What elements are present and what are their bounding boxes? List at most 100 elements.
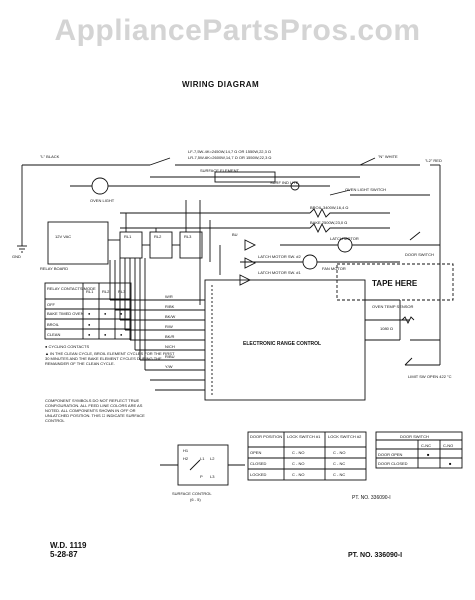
diagram-label: CLEAN [47,332,60,337]
diagram-label: "L2" RED [425,158,442,163]
diagram-label: SURF IND LITE [270,180,299,185]
diagram-label: ■ [427,452,430,457]
part-number-small: PT. NO. 336090-I [352,495,391,501]
diagram-label: LR-7,5W-6K=2600W,14,7 Ω OR 1550W,22,3 Ω [188,155,271,160]
diagram-label: LOCK SWITCH #2 [328,434,362,439]
watermark: AppliancePartsPros.com [54,14,421,47]
diagram-label: N/CH [165,344,175,349]
diagram-label: OVEN LIGHT SWITCH [345,187,386,192]
diagram-label: LOCK SWITCH #1 [287,434,321,439]
bake-element [309,222,390,234]
relay-board [47,221,109,265]
footer-left: W.D. 1119 5-28-87 [50,541,86,559]
diagram-label: ● [88,322,91,327]
diagram-label: R/W [165,324,173,329]
diagram-label: FAN MOTOR [322,266,346,271]
diagram-label: GND [12,254,21,259]
diagram-label: C - NO [333,450,345,455]
diagram-label: L1 [200,456,205,461]
diagram-label: RL1 [124,234,132,239]
diagram-label: C-NO [443,443,453,448]
diagram-label: BK/W [165,314,175,319]
diagram-label: LATCH MOTOR [330,236,359,241]
diagram-label: W/R [165,294,173,299]
diagram-label: RL3 [184,234,192,239]
diagram-label: BK/R [165,334,174,339]
broil-element [309,207,390,219]
diagram-label: LF-7,5W-4K=2450W,14,7 Ω OR 1550W,22,3 Ω [188,149,271,154]
diagram-label: (6 - 5) [190,497,201,502]
electronic-range-control [204,279,366,401]
footer-part-number: PT. NO. 336090-I [348,552,403,559]
diagram-label: R/BU [165,354,175,359]
diagram-label: LOCKED [250,472,267,477]
diagram-label: 1080 Ω [380,326,393,331]
diagram-label: BROIL [47,322,60,327]
diagram-label: C - NO [292,461,304,466]
diagram-label: ● CYCLING CONTACTS [45,344,89,349]
diagram-label: RL2 [102,289,110,294]
diagram-label: SURFACE CONTROL [172,491,212,496]
diagram-label: DOOR CLOSED [378,461,408,466]
surface-element [214,171,276,183]
diagram-label: DOOR SWITCH [400,434,429,439]
diagram-label: H2 [183,456,189,461]
relay-table-frame [44,282,132,340]
diagram-label: DOOR POSITION [250,434,282,439]
diagram-label: C - NO [292,450,304,455]
diagram-label: R/BK [165,304,175,309]
diagram-label: DOOR OPEN [378,452,403,457]
diagram-label: L2 [210,456,215,461]
diagram-label: ● [104,332,107,337]
diagram-label: ● [88,332,91,337]
diagram-label: BAKE TIMED OVEN [47,311,84,316]
diagram-label: ● [104,311,107,316]
diagram-label: C-NC [421,443,431,448]
diagram-label: L3 [210,474,215,479]
diagram-label: RELAY CONTACTS MODE [47,286,96,291]
diagram-label: LATCH MOTOR SW. #1 [258,270,302,275]
diagram-title: WIRING DIAGRAM [182,80,260,89]
diagram-label: OVEN LIGHT [90,198,115,203]
diagram-label: ● [120,311,123,316]
tape-box [336,263,454,301]
diagram-label: BU [232,232,238,237]
surf-ind-lite [290,181,300,191]
diagram-label: RELAY BOARD [40,266,68,271]
diagram-label: C - NC [333,472,345,477]
diagram-label: LATCH MOTOR SW. #2 [258,254,302,259]
diagram-label: OVEN TEMP SENSOR [372,304,414,309]
diagram-label: Y/W [165,364,173,369]
component-note: COMPONENT SYMBOLS DO NOT REFLECT TRUE CO… [45,398,145,423]
oven-light-bulb [91,177,109,195]
diagram-label: ■ [449,461,452,466]
diagram-label: H1 [183,448,189,453]
diagram-label: "N" WHITE [378,154,398,159]
diagram-label: C - NO [292,472,304,477]
diagram-label: P [200,474,203,479]
diagram-label: 12V VAC [55,234,71,239]
diagram-label: RL2 [154,234,162,239]
wd-number: W.D. 1119 [50,541,87,550]
diagram-label: LIMIT SW OPEN 422 °C [408,374,452,379]
diagram-label: CLOSED [250,461,267,466]
diagram-label: "L" BLACK [40,154,60,159]
temp-sensor-symbol [401,316,415,325]
diagram-label: ● [88,311,91,316]
diagram-label: OPEN [250,450,261,455]
diagram-label: RL3 [118,289,126,294]
fan-motor [302,254,318,270]
diagram-label: TAPE HERE [372,279,418,288]
diagram-label: OFF [47,302,56,307]
diagram-label: BROIL 3400W,16,4 Ω [310,205,348,210]
lock-table-frame [247,431,367,481]
relay-clean-note: ▲ IN THE CLEAN CYCLE, BROIL ELEMENT CYCL… [45,351,175,366]
wd-date: 5-28-87 [50,550,78,559]
diagram-label: ELECTRONIC RANGE CONTROL [243,341,321,347]
diagram-label: ● [120,332,123,337]
diagram-label: BAKE 2500W,23,0 Ω [310,220,347,225]
diagram-label: SURFACE ELEMENT [200,168,239,173]
diagram-label: DOOR SWITCH [405,252,434,257]
door-switch-table-frame [375,431,463,469]
